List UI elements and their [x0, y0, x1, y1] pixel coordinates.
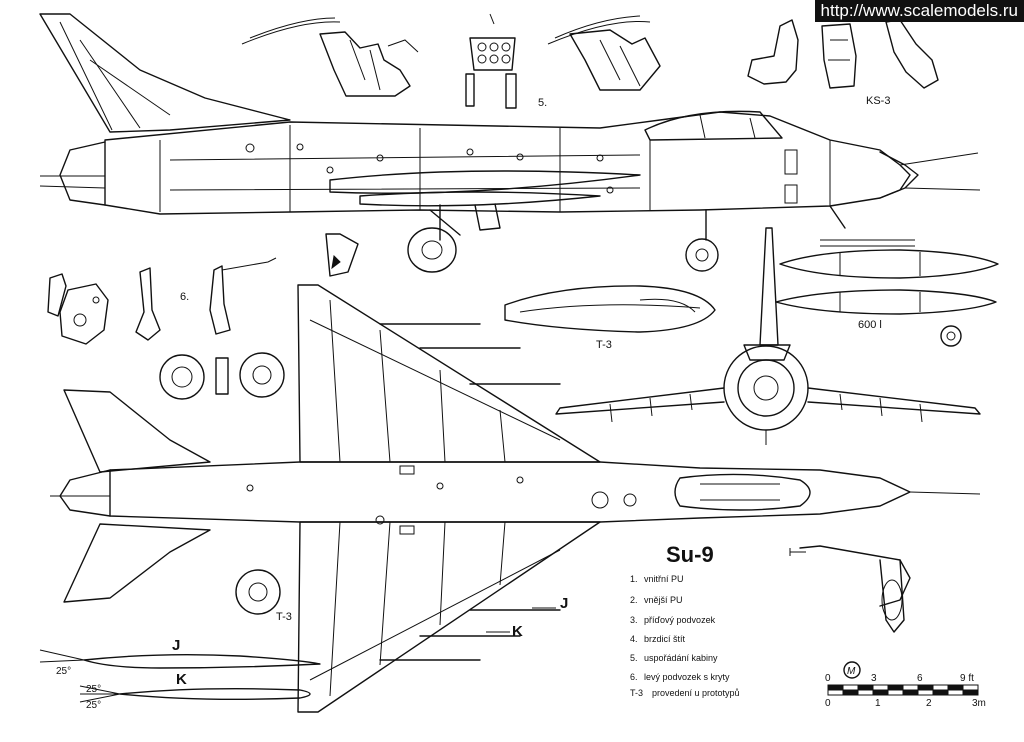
plan-view: T-3	[50, 284, 981, 713]
angle-k1: 25°	[86, 684, 101, 695]
angle-k2: 25°	[86, 700, 101, 711]
section-j-label: J	[172, 637, 180, 654]
legend-text-4: brzdicí štít	[644, 634, 686, 644]
cockpit-detail: 5.	[241, 13, 661, 109]
scale-bar: M 0 3 6 9 ft 0 1 2 3m	[825, 661, 986, 709]
legend-text-6: levý podvozek s kryty	[644, 672, 730, 682]
spine-profile: T-3	[504, 285, 716, 351]
cockpit-view-label: 5.	[538, 97, 547, 109]
m-0: 0	[825, 698, 831, 709]
ft-9: 9 ft	[960, 673, 974, 684]
gear-detail: 6.	[47, 233, 359, 400]
ft-3: 3	[871, 673, 877, 684]
m-1: 1	[875, 698, 881, 709]
legend-num-6: 6.	[630, 672, 638, 682]
legend-text-7: provedení u prototypů	[652, 688, 740, 698]
wheel-label: T-3	[276, 611, 292, 623]
tank-label: 600 l	[858, 319, 882, 331]
drop-tanks: 600 l	[775, 239, 999, 347]
side-view	[39, 13, 981, 273]
sections: J K 25° 25° 25° J K	[39, 595, 568, 711]
legend-num-5: 5.	[630, 653, 638, 663]
legend-num-2: 2.	[630, 595, 638, 605]
front-view	[555, 227, 981, 445]
legend-num-7: T-3	[630, 688, 643, 698]
angle-j: 25°	[56, 666, 71, 677]
legend-text-5: uspořádání kabiny	[644, 653, 718, 663]
airbrake-detail	[789, 545, 911, 633]
legend-num-1: 1.	[630, 574, 638, 584]
aircraft-title: Su-9	[666, 542, 714, 567]
ft-0: 0	[825, 673, 831, 684]
spine-label: T-3	[596, 339, 612, 351]
legend-text-1: vnitřní PU	[644, 574, 684, 584]
cut-j-label: J	[560, 595, 568, 612]
legend-num-3: 3.	[630, 615, 638, 625]
seat-label: KS-3	[866, 95, 890, 107]
ft-6: 6	[917, 673, 923, 684]
m-3: 3m	[972, 698, 986, 709]
seat-detail: KS-3	[747, 19, 939, 107]
watermark-url[interactable]: http://www.scalemodels.ru	[814, 0, 1024, 22]
legend-text-2: vnější PU	[644, 595, 683, 605]
legend-text-3: příďový podvozek	[644, 615, 716, 625]
gear-view-label: 6.	[180, 291, 189, 303]
m-2: 2	[926, 698, 932, 709]
svg-text:M: M	[847, 666, 856, 677]
cut-k-label: K	[512, 623, 523, 640]
legend: 1. vnitřní PU 2. vnější PU 3. příďový po…	[630, 574, 740, 698]
section-k-label: K	[176, 671, 187, 688]
legend-num-4: 4.	[630, 634, 638, 644]
